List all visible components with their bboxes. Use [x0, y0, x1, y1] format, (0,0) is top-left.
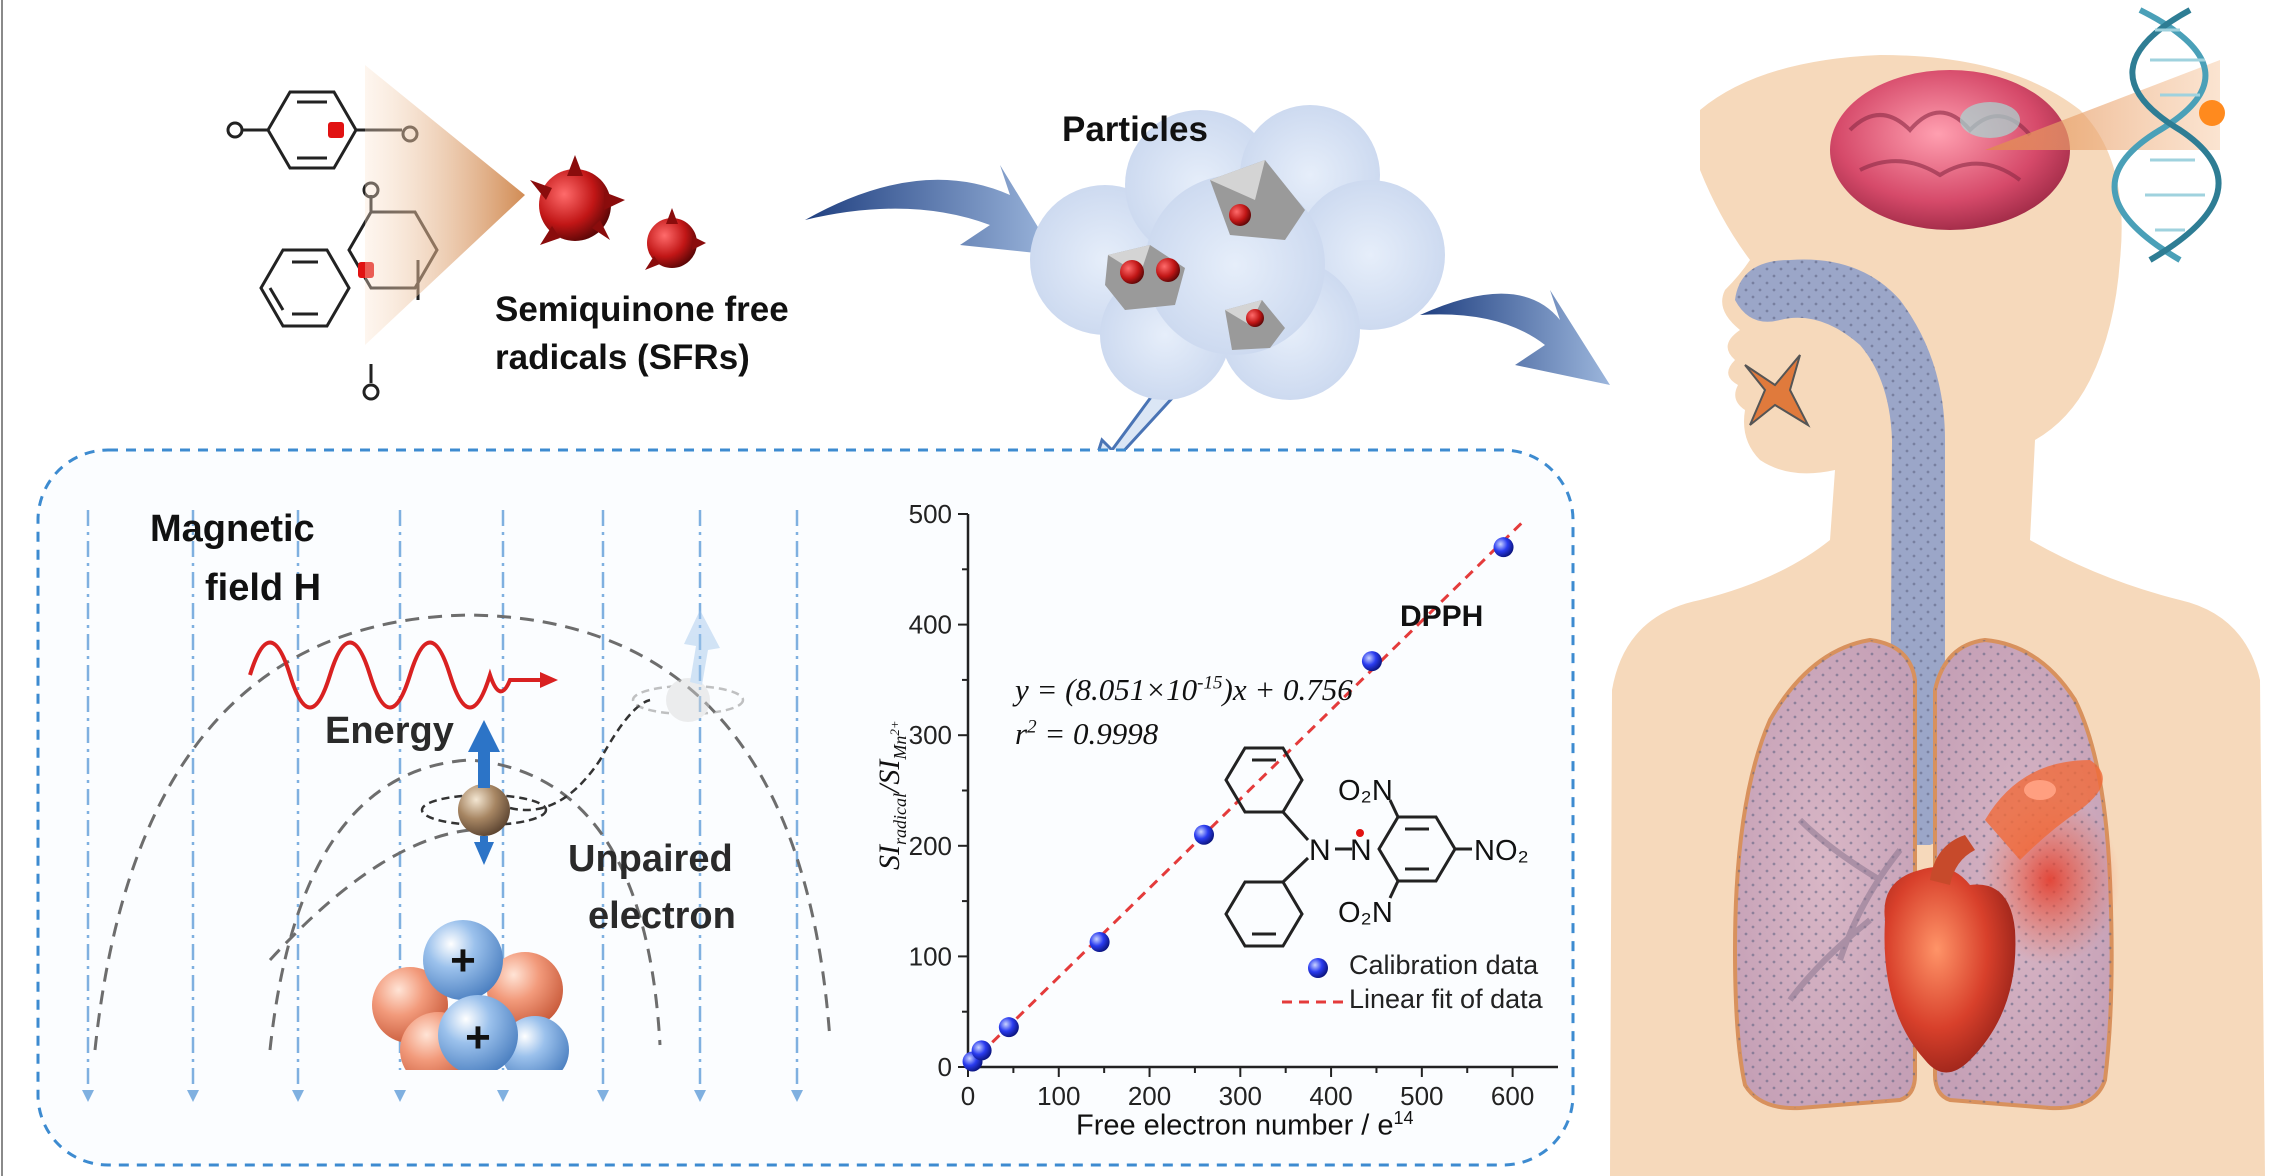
y-tick-label: 500	[909, 499, 952, 529]
energy-wave	[248, 640, 540, 710]
x-tick-label: 300	[1219, 1081, 1262, 1111]
calibration-point	[1194, 824, 1214, 845]
particle-rock-2	[1105, 245, 1185, 310]
radical-site-marker	[328, 122, 344, 138]
sfr-label-line2: radicals (SFRs)	[495, 338, 750, 377]
sfr-label-line1: Semiquinone free	[495, 290, 789, 329]
dpph-molecule	[1224, 746, 1472, 948]
y-axis-title: SIradical/SIMn2+	[873, 720, 911, 870]
detection-panel-border	[36, 448, 1575, 1167]
legend-entry-calibration: Calibration data	[1349, 950, 1539, 980]
regression-equation: y = (8.051×10-15)x + 0.756	[1015, 672, 1353, 708]
unpaired-electron	[420, 698, 651, 865]
x-tick-label: 600	[1491, 1081, 1534, 1111]
unpaired-electron-label-line2: electron	[588, 895, 736, 937]
svg-text:+: +	[465, 1013, 491, 1062]
y-tick-label: 100	[909, 941, 952, 971]
x-tick-label: 200	[1128, 1081, 1171, 1111]
dpph-radical-dot	[1356, 829, 1364, 837]
dpph-label: DPPH	[1400, 600, 1484, 633]
arrow-to-particles	[805, 165, 1055, 255]
left-lung	[1732, 637, 1917, 1111]
calibration-point	[1361, 651, 1382, 672]
dpph-o2n-bottom: O₂N	[1338, 897, 1393, 929]
flipped-electron	[631, 610, 745, 722]
energy-label: Energy	[325, 710, 454, 752]
linear-fit-line	[966, 521, 1523, 1068]
particle-rock-1	[1210, 160, 1305, 240]
y-tick-label: 0	[938, 1052, 952, 1082]
nucleus: + +	[372, 920, 569, 1088]
heart	[1884, 835, 2016, 1073]
zoom-cone	[365, 65, 525, 345]
legend-marker-calibration	[1308, 958, 1328, 978]
y-axis-sup: 2+	[887, 720, 902, 736]
svg-text:+: +	[450, 936, 476, 985]
y-axis-sub2-text: Mn	[890, 735, 910, 760]
orbital-arcs	[93, 613, 832, 1051]
x-axis-title: Free electron number / e14	[1076, 1108, 1414, 1143]
brain	[1830, 70, 2070, 230]
nucleus-clip	[350, 1070, 590, 1090]
arrow-to-body	[1420, 290, 1610, 385]
r2-base: r	[1015, 716, 1028, 751]
x-tick-label: 0	[961, 1081, 975, 1111]
r2-tail: = 0.9998	[1036, 716, 1159, 751]
magnetic-field-label-line1: Magnetic	[150, 508, 315, 550]
calibration-point	[1493, 537, 1514, 558]
y-tick-label: 200	[909, 831, 952, 861]
particles-label: Particles	[1062, 110, 1208, 149]
eq-main: y = (8.051×10	[1015, 672, 1198, 707]
x-tick-label: 100	[1037, 1081, 1080, 1111]
unpaired-electron-label-line1: Unpaired	[568, 838, 733, 880]
dpph-n1: N	[1309, 834, 1331, 867]
y-axis-si1: SI	[873, 845, 906, 870]
x-axis-title-text: Free electron number / e	[1076, 1109, 1394, 1142]
calibration-chart: 0 100 200 300 400 500 600 0 100 200 300 400 500	[909, 499, 1558, 1111]
y-axis-sep: /SI	[873, 759, 906, 793]
dpph-o2n-top: O₂N	[1338, 775, 1393, 807]
energy-arrowhead	[540, 672, 558, 688]
calibration-point	[1089, 932, 1110, 953]
magnetic-field-lines	[86, 510, 799, 1095]
field-line-arrowheads	[82, 1090, 803, 1102]
eq-exponent: -15	[1197, 672, 1223, 694]
y-axis-sub2: Mn2+	[887, 720, 910, 760]
particle-rock-3	[1225, 300, 1285, 350]
dna-damage-spot	[2199, 100, 2225, 126]
radical-particle-small	[645, 208, 706, 270]
y-tick-label: 300	[909, 720, 952, 750]
x-tick-label: 400	[1309, 1081, 1352, 1111]
calibration-point	[971, 1040, 992, 1061]
radical-particle-large	[530, 155, 625, 245]
dna-helix	[2111, 7, 2222, 263]
eq-tail: )x + 0.756	[1222, 672, 1353, 707]
r-squared: r2 = 0.9998	[1015, 716, 1158, 752]
magnetic-field-label-line2: field H	[205, 567, 322, 609]
right-lung	[1933, 637, 2120, 1111]
legend-entry-fit: Linear fit of data	[1349, 984, 1543, 1014]
y-axis-sub1: radical	[890, 793, 910, 845]
x-axis-exponent: 14	[1393, 1108, 1414, 1128]
calibration-point	[998, 1017, 1019, 1038]
y-tick-label: 400	[909, 610, 952, 640]
x-tick-label: 500	[1400, 1081, 1443, 1111]
r2-exponent: 2	[1027, 716, 1037, 738]
dpph-no2-right: NO₂	[1474, 835, 1529, 867]
dpph-n2: N	[1350, 834, 1372, 867]
